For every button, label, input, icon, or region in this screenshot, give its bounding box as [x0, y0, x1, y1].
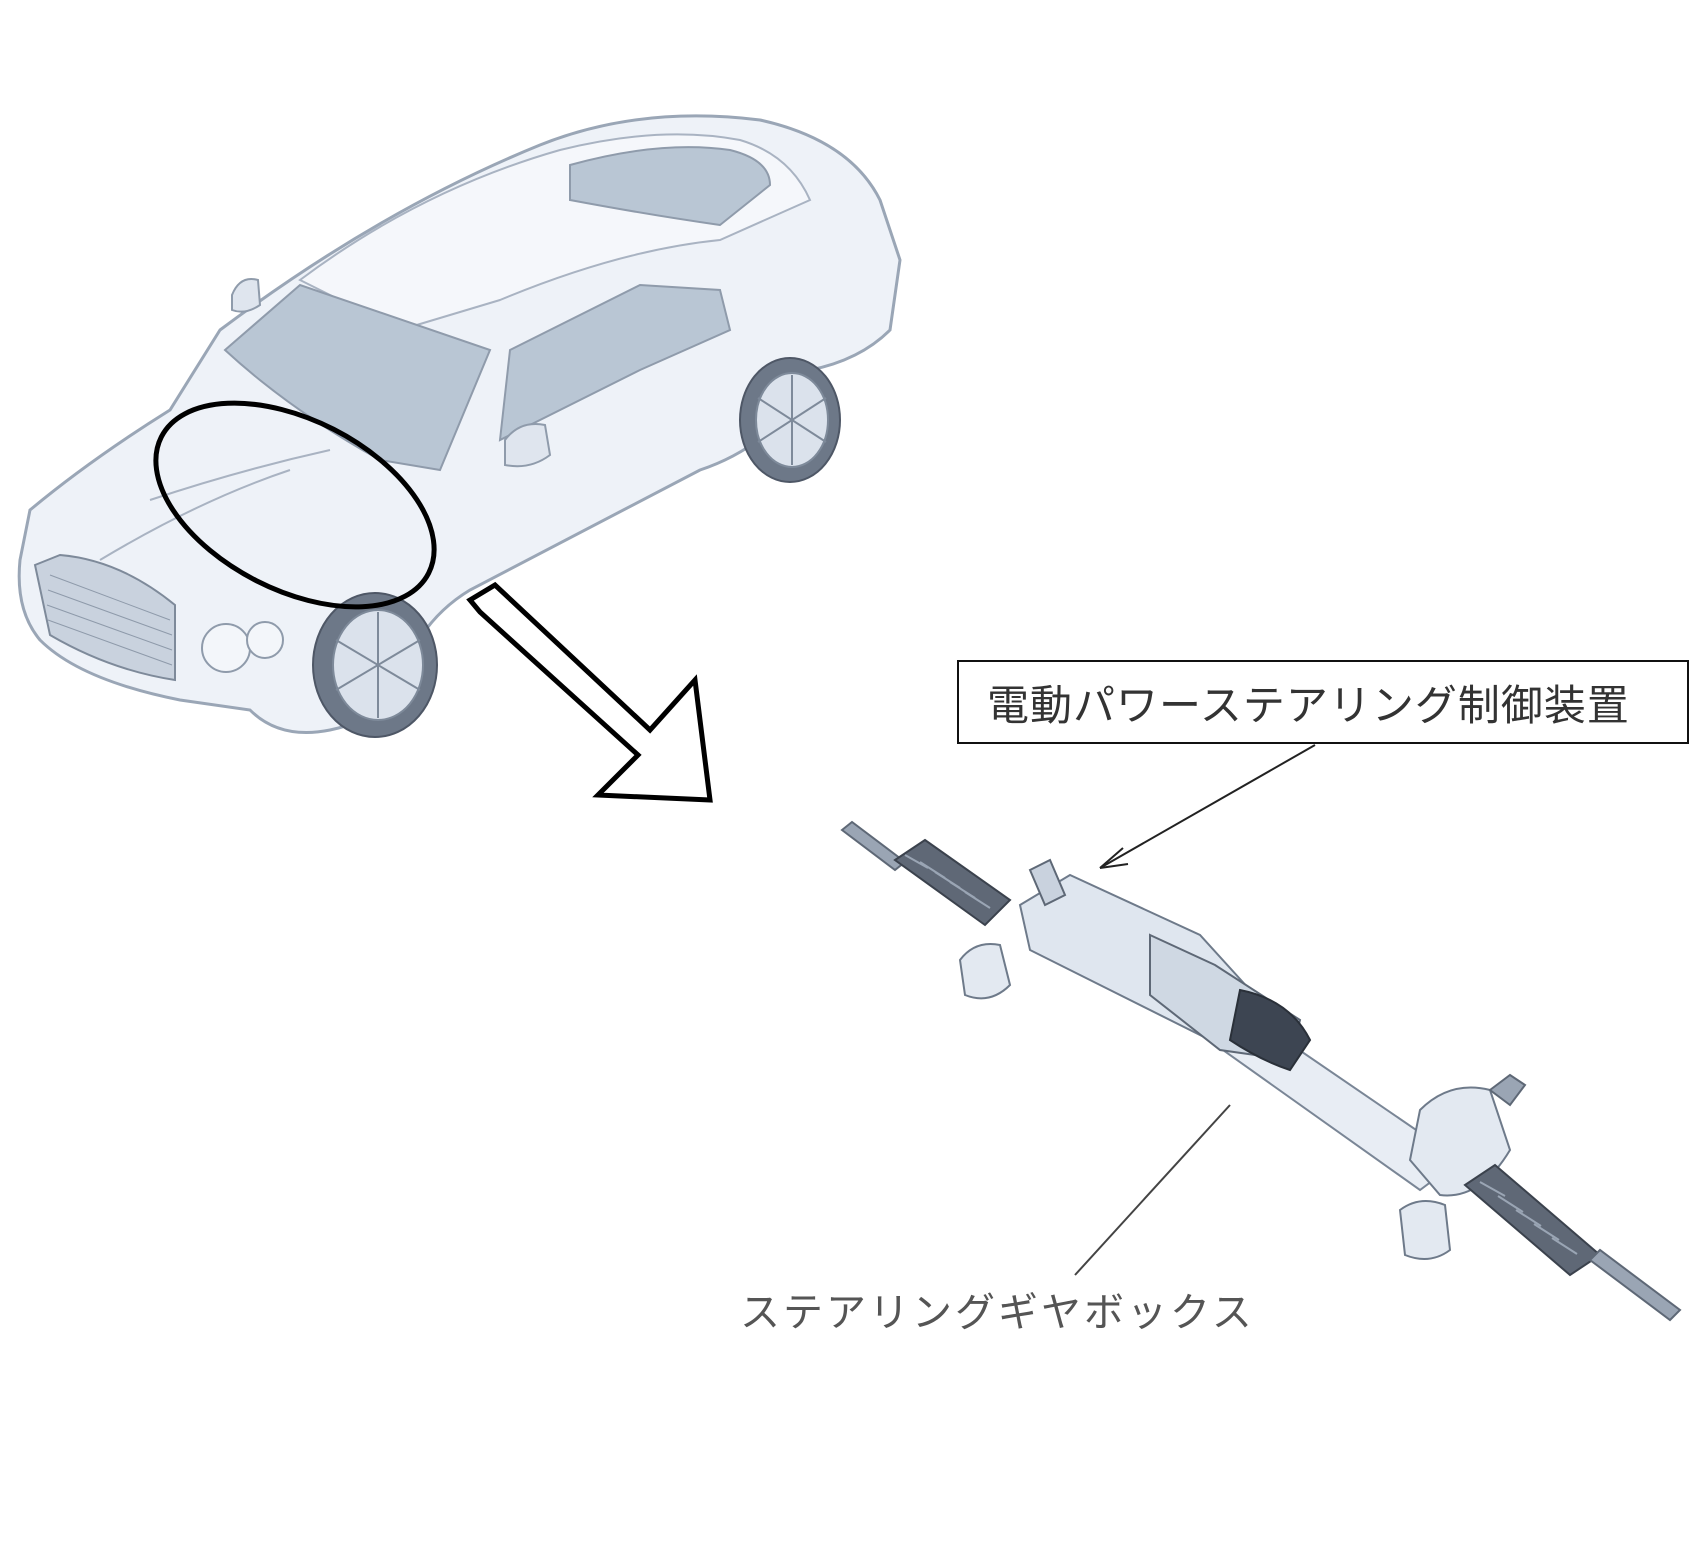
steering-rack-illustration — [840, 820, 1682, 1322]
mount-bracket — [958, 943, 1012, 1000]
pinion-housing — [1408, 1086, 1512, 1197]
control-unit-label: 電動パワーステアリング制御装置 — [987, 680, 1630, 730]
gear-box-leader — [1074, 1104, 1231, 1276]
gear-box-label: ステアリングギヤボックス — [740, 1290, 1255, 1336]
car-rear-wheel — [739, 357, 841, 483]
top-connector — [1028, 858, 1067, 907]
highlight-ellipse — [153, 400, 437, 610]
mount-bracket — [1398, 1200, 1452, 1260]
right-bellows — [1463, 1163, 1602, 1277]
left-tie-rod — [840, 820, 907, 872]
car-hood-line — [99, 449, 331, 561]
control-unit-label-box: 電動パワーステアリング制御装置 — [957, 660, 1689, 744]
car-mirror — [231, 278, 262, 313]
zoom-arrow — [466, 581, 713, 803]
car-headlight — [246, 621, 284, 659]
car-headlight — [201, 623, 251, 673]
control-unit-leader — [1099, 744, 1316, 869]
car-sunroof — [569, 146, 772, 227]
pinion-shaft — [1488, 1073, 1527, 1107]
motor-end — [1228, 988, 1312, 1072]
car-mirror — [504, 423, 552, 468]
car-side-window — [498, 283, 732, 442]
car-front-wheel — [312, 592, 438, 738]
car-illustration — [17, 114, 902, 738]
car-grille — [33, 553, 176, 682]
left-bellows — [893, 838, 1012, 927]
right-tie-rod — [1588, 1248, 1682, 1322]
